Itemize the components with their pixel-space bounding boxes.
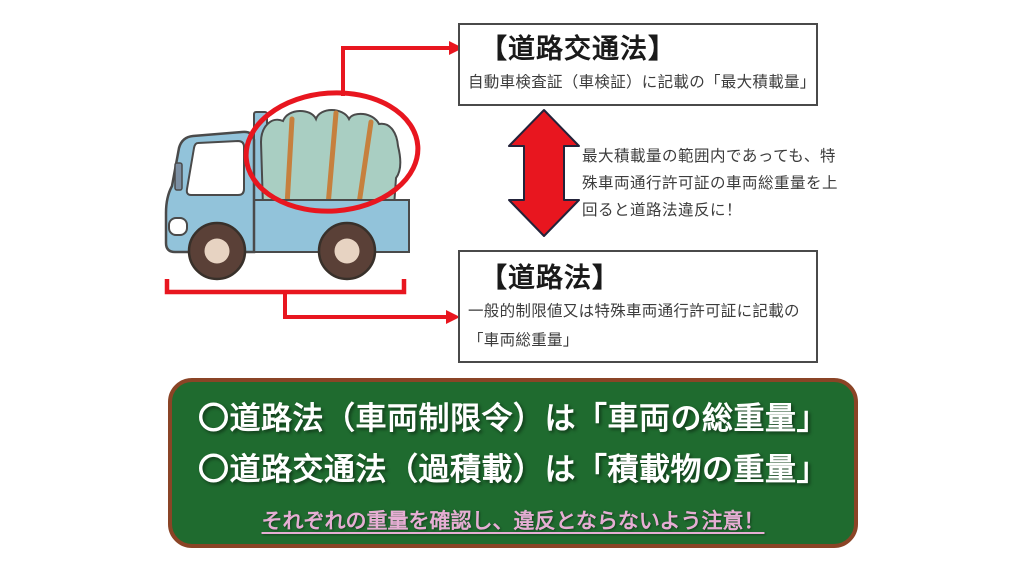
- arrow-note-line: 回ると道路法違反に！: [582, 202, 743, 219]
- road-law-title: 【道路法】: [480, 263, 620, 293]
- traffic-law-box: 【道路交通法】 自動車検査証（車検証）に記載の「最大積載量」: [458, 23, 818, 106]
- truck-illustration: [164, 109, 410, 281]
- truck-headlight: [168, 217, 188, 236]
- cargo-highlight-ellipse: [243, 90, 421, 214]
- vehicle-to-road-law-arrow: [164, 279, 460, 324]
- cargo-to-traffic-law-arrow: [341, 41, 463, 96]
- cargo-strap-icon: [325, 110, 339, 209]
- summary-line-road-law: 〇道路法（車両制限令）は「車両の総重量」: [198, 401, 828, 436]
- road-law-body-line2: 「車両総重量」: [468, 332, 579, 349]
- arrowhead-icon: [446, 310, 460, 324]
- arrow-note: 最大積載量の範囲内であっても、特 殊車両通行許可証の車両総重量を上 回ると道路法…: [582, 143, 892, 224]
- arrow-note-line: 殊車両通行許可証の車両総重量を上: [582, 175, 839, 192]
- arrow-note-line: 最大積載量の範囲内であっても、特: [582, 148, 836, 165]
- red-double-arrow: [508, 109, 580, 237]
- traffic-law-title: 【道路交通法】: [480, 34, 676, 64]
- summary-line-traffic-law: 〇道路交通法（過積載）は「積載物の重量」: [198, 452, 828, 487]
- summary-warning: それぞれの重量を確認し、違反とならないよう注意！: [261, 510, 765, 533]
- summary-panel: 〇道路法（車両制限令）は「車両の総重量」 〇道路交通法（過積載）は「積載物の重量…: [168, 378, 858, 548]
- road-law-body-line1: 一般的制限値又は特殊車両通行許可証に記載の: [468, 303, 800, 320]
- truck-window: [185, 139, 245, 196]
- arrowhead-icon: [449, 41, 463, 55]
- truck-mirror: [174, 162, 183, 191]
- truck-rear-hub: [334, 238, 360, 264]
- traffic-law-body: 自動車検査証（車検証）に記載の「最大積載量」: [468, 74, 816, 91]
- cargo-strap-icon: [356, 119, 374, 207]
- road-law-box: 【道路法】 一般的制限値又は特殊車両通行許可証に記載の 「車両総重量」: [458, 250, 818, 363]
- truck-front-hub: [204, 238, 230, 264]
- cargo-strap-icon: [284, 116, 295, 209]
